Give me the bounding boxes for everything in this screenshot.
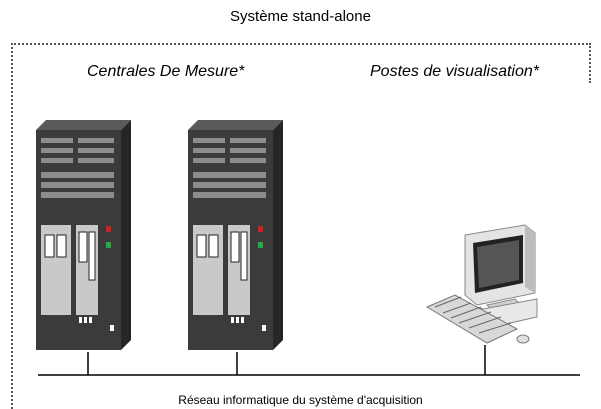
system-boundary-left — [11, 43, 13, 409]
server-tower-icon — [36, 120, 131, 350]
desktop-computer-icon — [425, 224, 538, 344]
stations-caption: Postes de visualisation* — [370, 63, 539, 80]
diagram-title: Système stand-alone — [230, 8, 371, 25]
system-boundary-right — [589, 43, 591, 83]
servers-caption: Centrales De Mesure* — [87, 63, 245, 80]
system-boundary-top — [11, 43, 591, 45]
server-tower-icon — [188, 120, 283, 350]
network-caption: Réseau informatique du système d'acquisi… — [178, 393, 423, 407]
